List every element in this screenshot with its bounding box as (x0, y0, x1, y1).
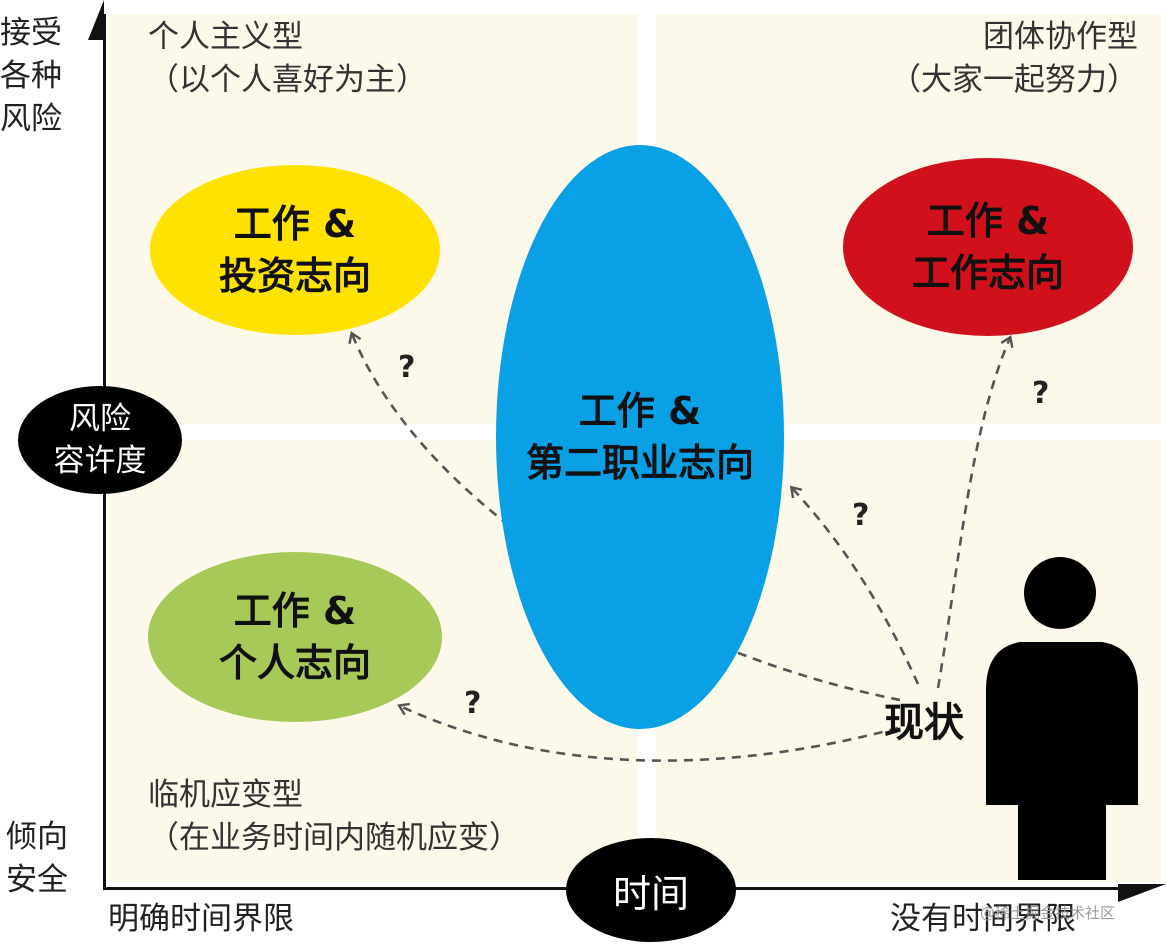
x-axis-arrowhead (1118, 884, 1166, 902)
x-axis-left-label: 明确时间界限 (108, 901, 294, 937)
arrow-to-work (936, 335, 1014, 689)
quadrant-top-left-title: 个人主义型 （以个人喜好为主） (148, 19, 427, 98)
arrow-to-side-job (789, 485, 920, 685)
quadrant-bottom-left-title: 临机应变型 （在业务时间内随机应变） (148, 777, 520, 856)
y-axis-arrowhead (88, 0, 104, 40)
work-label: 工作 & 工作志向 (911, 199, 1064, 295)
question-mark-side-job: ? (852, 498, 870, 533)
risk-tolerance-label: 风险 容许度 (53, 401, 147, 479)
side-job-ellipse: 工作 & 第二职业志向 (496, 145, 784, 729)
side-job-label: 工作 & 第二职业志向 (525, 389, 754, 485)
work-ellipse: 工作 & 工作志向 (843, 158, 1133, 336)
current-status-label: 现状 (884, 700, 964, 746)
question-mark-work: ? (1032, 376, 1050, 411)
personal-ellipse: 工作 & 个人志向 (148, 552, 442, 722)
watermark: @稀土掘金技术社区 (980, 904, 1116, 922)
y-axis-bottom-label: 倾向 安全 (6, 819, 68, 898)
quadrant-top-right-title: 团体协作型 （大家一起努力） (890, 19, 1138, 98)
investment-label: 工作 & 投资志向 (218, 202, 371, 298)
investment-ellipse: 工作 & 投资志向 (150, 165, 440, 335)
y-axis-top-label: 接受 各种 风险 (0, 15, 62, 137)
question-mark-investment: ? (398, 350, 416, 385)
time-label: 时间 (612, 871, 689, 916)
personal-label: 工作 & 个人志向 (218, 589, 371, 685)
risk-tolerance-badge: 风险 容许度 (18, 386, 182, 494)
arrow-to-personal (397, 702, 899, 762)
time-badge: 时间 (566, 838, 736, 942)
question-mark-personal: ? (464, 686, 482, 721)
x-axis-right-label: 没有时间界限 (890, 901, 1076, 937)
